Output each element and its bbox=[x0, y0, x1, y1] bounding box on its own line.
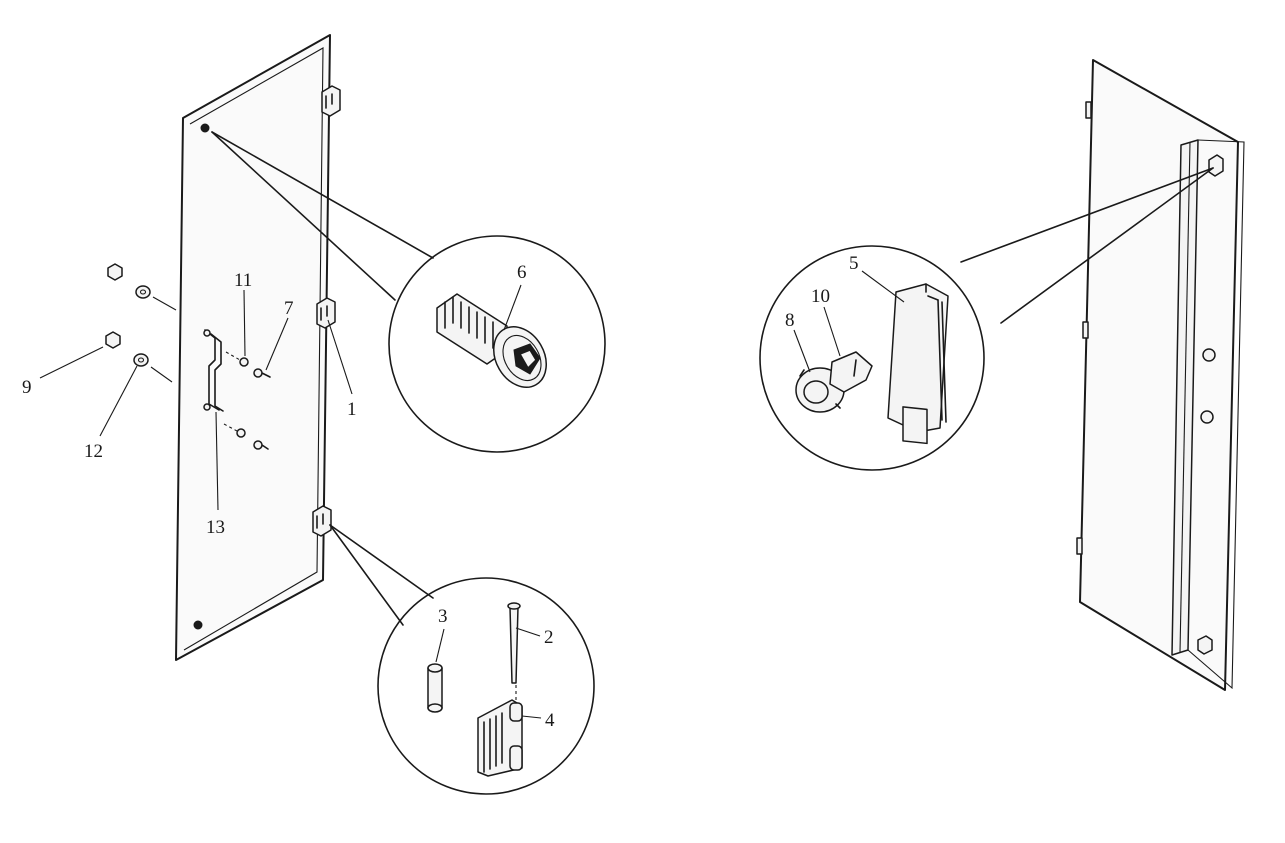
callout-label-7: 7 bbox=[265, 298, 294, 371]
label-2: 2 bbox=[544, 627, 554, 648]
label-1: 1 bbox=[347, 399, 357, 420]
lock-cam bbox=[829, 351, 873, 393]
label-8: 8 bbox=[785, 310, 795, 331]
grounding-strap bbox=[203, 329, 224, 412]
callout-label-2: 2 bbox=[515, 627, 554, 648]
washer-12 bbox=[133, 285, 151, 367]
hinge-pin bbox=[507, 602, 521, 684]
lock-cylinder-callout bbox=[211, 131, 606, 453]
label-9: 9 bbox=[22, 377, 32, 398]
label-11: 11 bbox=[234, 270, 252, 291]
lock-cam-callout bbox=[759, 167, 1214, 471]
callout-label-11: 11 bbox=[234, 270, 252, 357]
label-7: 7 bbox=[284, 298, 294, 319]
callout-label-13: 13 bbox=[206, 411, 225, 538]
lock-cylinder bbox=[436, 293, 547, 388]
label-3: 3 bbox=[438, 606, 448, 627]
label-13: 13 bbox=[206, 517, 225, 538]
label-10: 10 bbox=[811, 286, 830, 307]
hinge-leaf bbox=[477, 685, 523, 777]
callout-label-9: 9 bbox=[22, 346, 104, 398]
callout-label-6: 6 bbox=[503, 262, 527, 331]
nut-9 bbox=[105, 263, 123, 349]
right-door-panel bbox=[1076, 59, 1245, 691]
callout-label-8: 8 bbox=[785, 310, 811, 373]
label-12: 12 bbox=[84, 441, 103, 462]
strike-plate bbox=[887, 283, 949, 445]
left-door-bottom-hinge bbox=[312, 505, 332, 537]
callout-label-10: 10 bbox=[811, 286, 841, 357]
hinge-callout bbox=[329, 524, 595, 795]
left-door-panel bbox=[175, 34, 331, 661]
washer-11 bbox=[223, 351, 249, 438]
callout-label-5: 5 bbox=[849, 253, 905, 303]
left-door-top-hinge bbox=[321, 85, 341, 117]
callout-label-12: 12 bbox=[84, 365, 138, 462]
label-5: 5 bbox=[849, 253, 859, 274]
callout-label-3: 3 bbox=[435, 606, 448, 663]
hinge-bushing bbox=[427, 663, 443, 713]
left-door-middle-hinge bbox=[316, 297, 336, 329]
callout-label-1: 1 bbox=[327, 319, 357, 420]
screw-7 bbox=[253, 368, 271, 450]
label-6: 6 bbox=[517, 262, 527, 283]
callout-label-4: 4 bbox=[521, 710, 555, 731]
label-4: 4 bbox=[545, 710, 555, 731]
